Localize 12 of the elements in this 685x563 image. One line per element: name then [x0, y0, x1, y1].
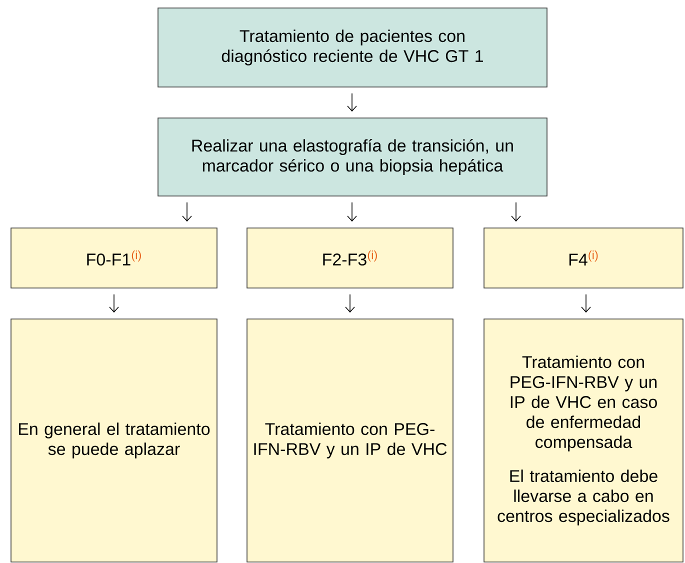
arrow [347, 93, 357, 112]
arrow [109, 294, 119, 313]
flow-box: Tratamiento de pacientes con diagnóstico reciente de VHC GT 1 [158, 8, 548, 88]
flow-box: Tratamiento con PEG-IFN-RBV y un IP de VHC en caso de enfermedad compensada El tratamiento debe llevarse a cabo en centros especializados [484, 318, 684, 562]
arrow [511, 202, 521, 222]
arrow [347, 202, 357, 222]
flow-box: Realizar una elastografía de transición, un marcador sérico o una biopsia hepática [158, 118, 548, 196]
arrow [581, 294, 591, 313]
flow-box: En general el tratamiento se puede aplazar [10, 318, 218, 562]
arrow [182, 202, 192, 222]
arrow [345, 294, 355, 313]
flow-box: Tratamiento con PEG-IFN-RBV y un IP de VHC [246, 318, 454, 562]
